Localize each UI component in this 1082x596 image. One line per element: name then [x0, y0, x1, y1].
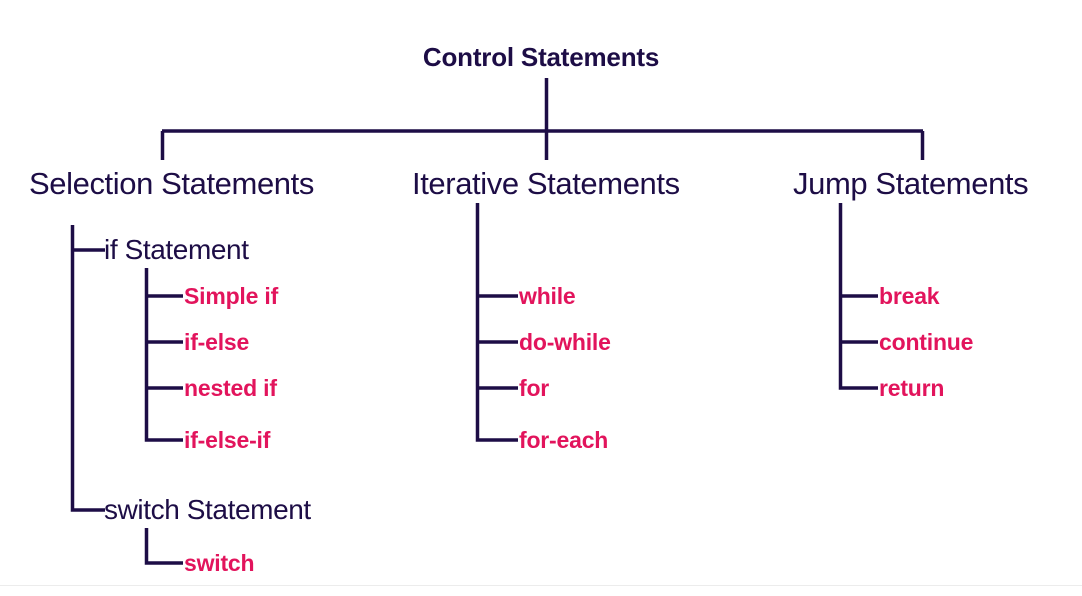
group-if-statement: if Statement — [104, 234, 249, 265]
leaf-for-each: for-each — [519, 427, 609, 453]
leaf-if-else-if: if-else-if — [184, 427, 271, 453]
leaf-break: break — [879, 283, 940, 309]
branch-selection-statements: Selection Statements — [29, 166, 314, 201]
leaf-simple-if: Simple if — [184, 283, 279, 309]
group-switch-statement: switch Statement — [104, 494, 311, 525]
selection-group-stem — [70, 225, 105, 512]
leaf-if-else: if-else — [184, 329, 250, 355]
leaf-nested-if: nested if — [184, 375, 277, 401]
if-leaf-stem — [144, 268, 183, 442]
footer-divider — [0, 585, 1082, 586]
branch-iterative-statements: Iterative Statements — [412, 166, 680, 201]
leaf-do-while: do-while — [519, 329, 611, 355]
jump-leaf-stem — [838, 203, 878, 390]
leaf-continue: continue — [879, 329, 974, 355]
leaf-return: return — [879, 375, 945, 401]
root-node-control-statements: Control Statements — [422, 42, 660, 72]
switch-leaf-stem — [144, 528, 183, 565]
leaf-switch: switch — [184, 550, 255, 576]
leaf-while: while — [519, 283, 576, 309]
leaf-for: for — [519, 375, 550, 401]
iterative-leaf-stem — [475, 203, 518, 442]
branch-jump-statements: Jump Statements — [793, 166, 1029, 201]
